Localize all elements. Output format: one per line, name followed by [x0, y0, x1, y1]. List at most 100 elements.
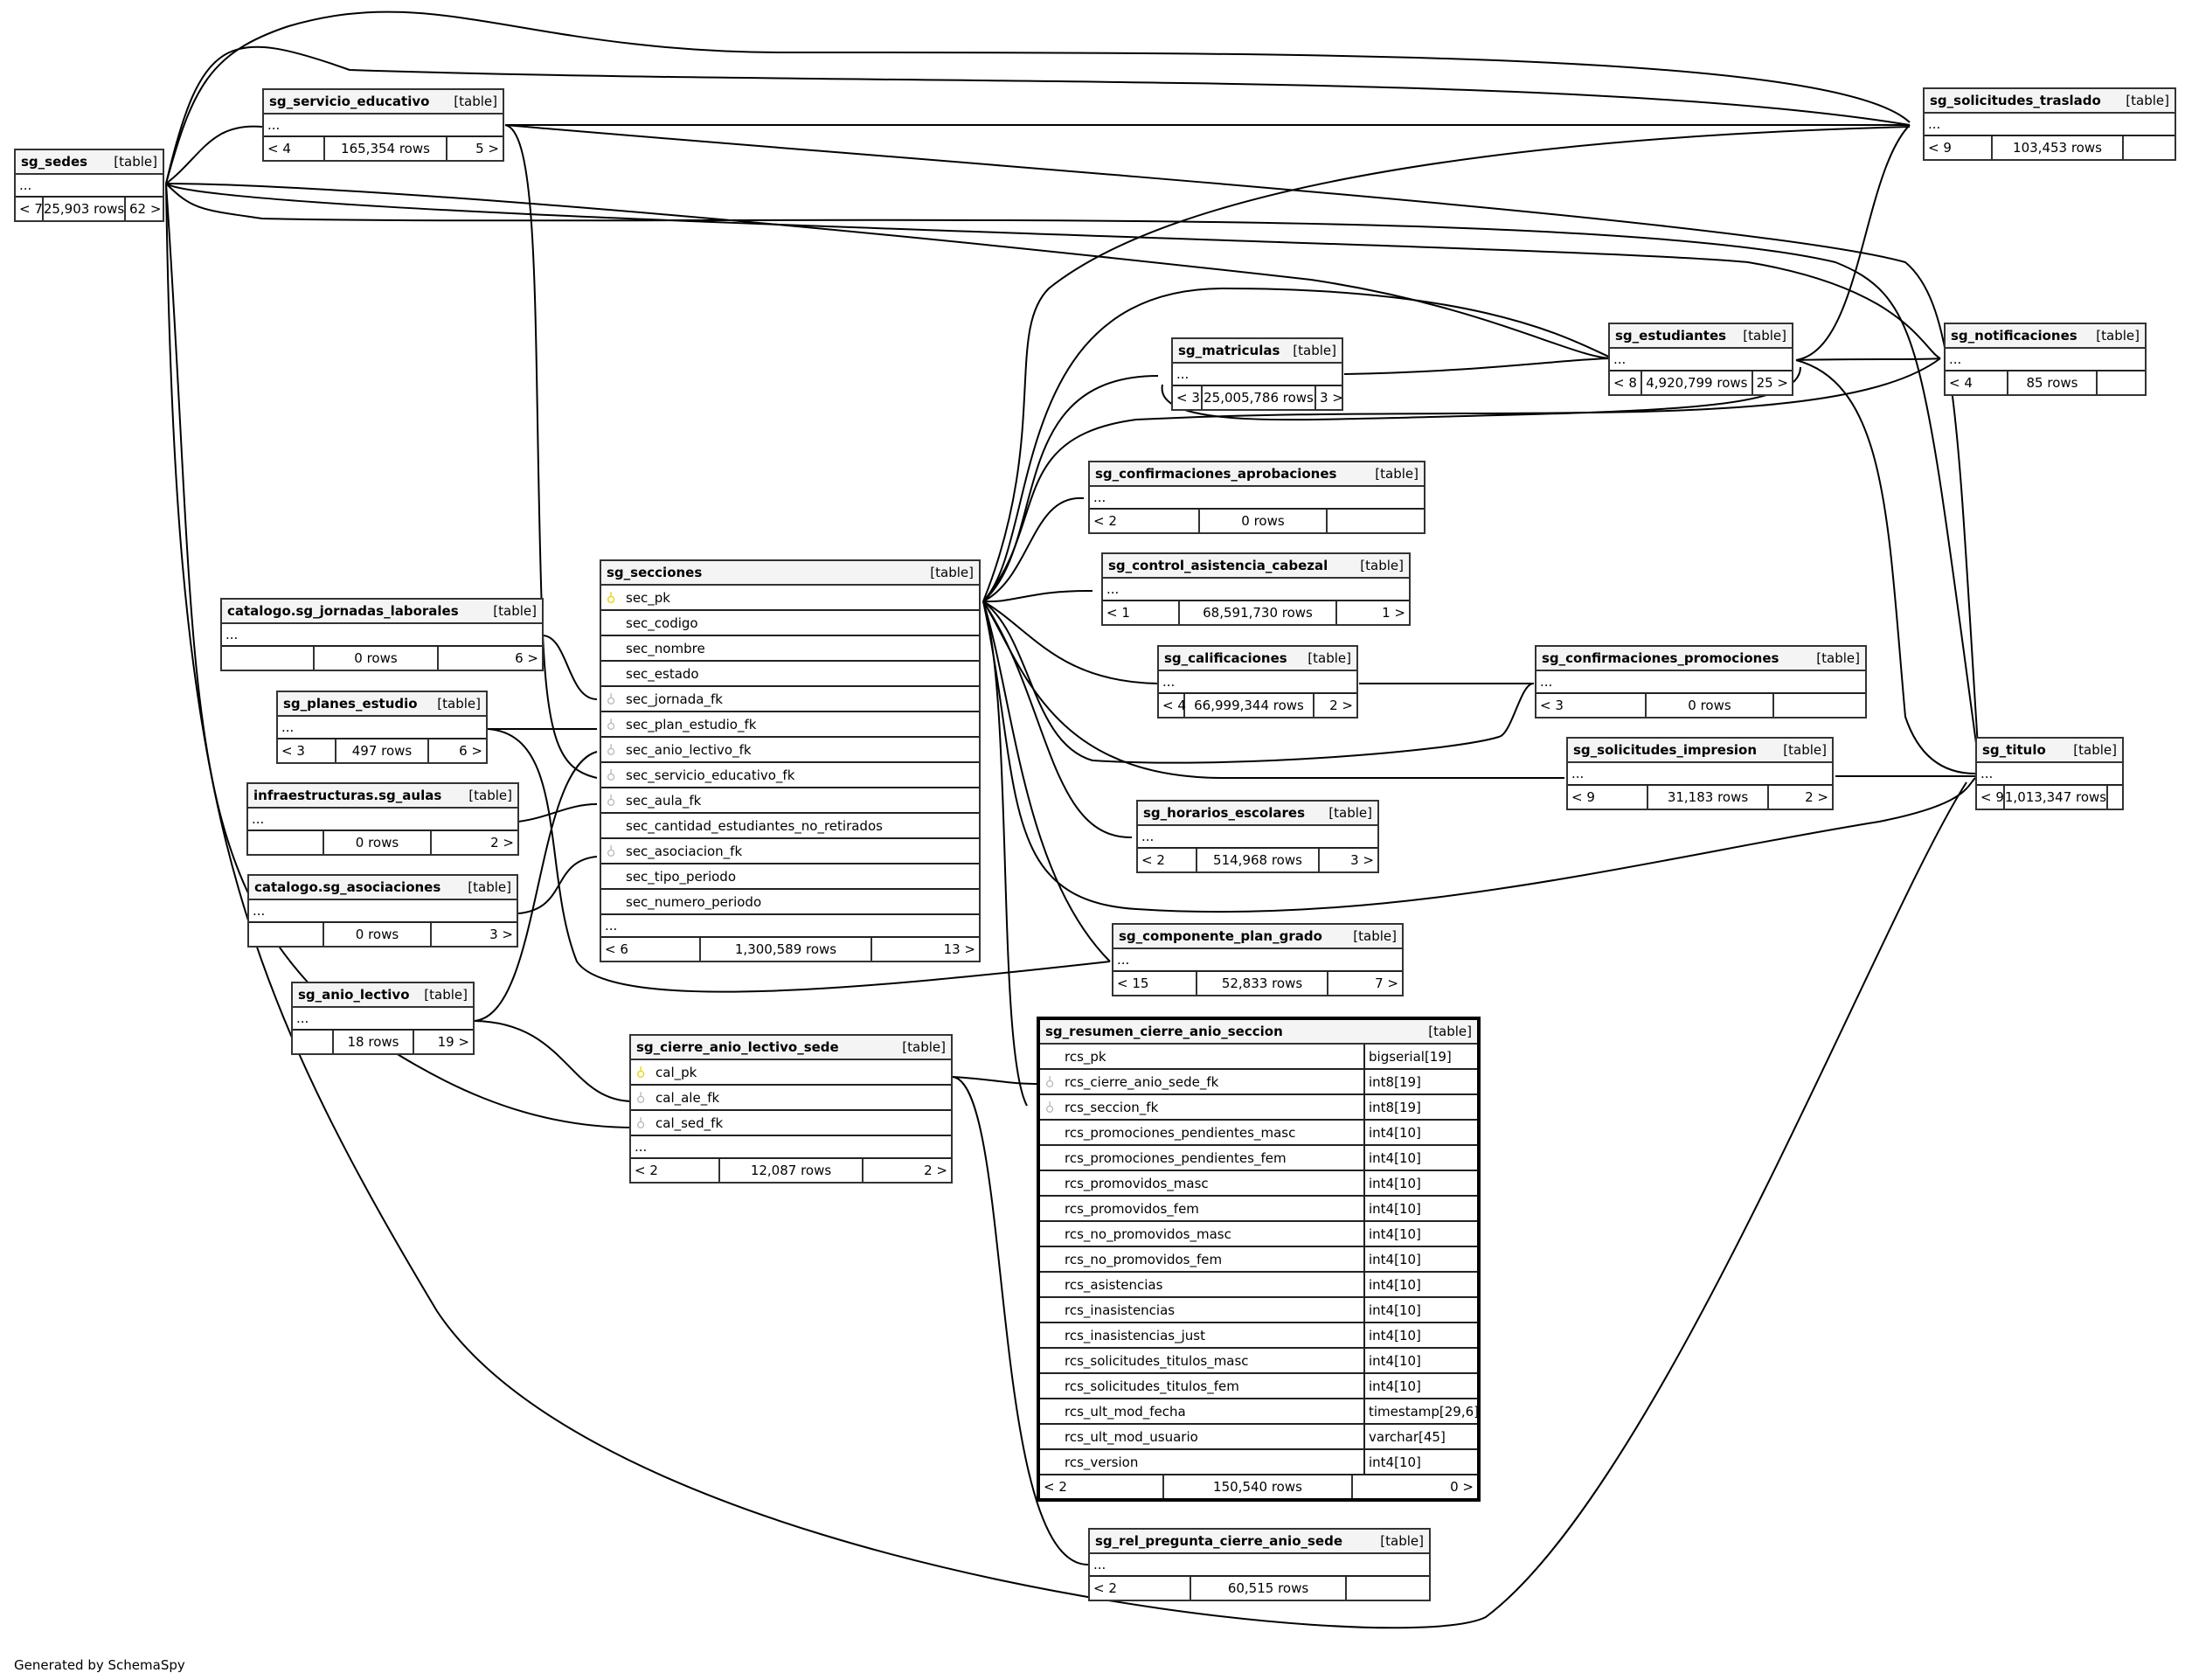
table-sg-cierre-anio-lectivo-sede[interactable]: sg_cierre_anio_lectivo_sede[table] ⚲cal_…: [629, 1034, 953, 1184]
table-sg-confirmaciones-aprobaciones[interactable]: sg_confirmaciones_aprobaciones[table] ..…: [1088, 461, 1425, 534]
table-sg-control-asistencia-cabezal[interactable]: sg_control_asistencia_cabezal[table] ...…: [1101, 552, 1411, 626]
table-name[interactable]: sg_titulo: [1982, 742, 2046, 758]
children-link[interactable]: 1 >: [1382, 605, 1405, 621]
children-link[interactable]: 19 >: [437, 1034, 469, 1050]
table-sg-confirmaciones-promociones[interactable]: sg_confirmaciones_promociones[table] ...…: [1535, 645, 1867, 719]
table-sg-rel-pregunta-cierre-anio-sede[interactable]: sg_rel_pregunta_cierre_anio_sede[table] …: [1088, 1528, 1431, 1601]
children-link[interactable]: 2 >: [924, 1163, 947, 1178]
parents-link[interactable]: < 8: [1610, 371, 1643, 394]
table-name[interactable]: sg_matriculas: [1178, 343, 1280, 358]
column-row[interactable]: ⚲sec_jornada_fk: [601, 687, 979, 712]
parents-link[interactable]: < 2: [1090, 1577, 1191, 1600]
children-link[interactable]: 13 >: [943, 941, 975, 957]
children-link[interactable]: [1328, 510, 1424, 532]
column-row[interactable]: ⚲sec_plan_estudio_fk: [601, 712, 979, 738]
table-name[interactable]: sg_rel_pregunta_cierre_anio_sede: [1095, 1533, 1343, 1549]
column-row[interactable]: sec_codigo: [601, 611, 979, 636]
column-row[interactable]: ⚲cal_sed_fk: [631, 1111, 951, 1136]
children-link[interactable]: [1774, 694, 1865, 717]
table-name[interactable]: infraestructuras.sg_aulas: [253, 788, 442, 803]
table-name[interactable]: sg_servicio_educativo: [269, 94, 430, 109]
children-link[interactable]: 6 >: [459, 743, 482, 759]
table-name[interactable]: sg_planes_estudio: [283, 696, 418, 712]
table-name[interactable]: sg_solicitudes_impresion: [1573, 742, 1758, 758]
table-name[interactable]: sg_horarios_escolares: [1143, 805, 1306, 821]
column-row[interactable]: sec_nombre: [601, 636, 979, 662]
table-sg-resumen-cierre-anio-seccion[interactable]: sg_resumen_cierre_anio_seccion[table] rc…: [1037, 1017, 1481, 1502]
children-link[interactable]: 2 >: [490, 835, 514, 850]
children-link[interactable]: [2108, 786, 2122, 809]
parents-link[interactable]: < 3: [1173, 386, 1203, 409]
table-name[interactable]: sg_solicitudes_traslado: [1930, 93, 2101, 108]
children-link[interactable]: 25 >: [1756, 375, 1788, 391]
table-name[interactable]: sg_sedes: [21, 154, 88, 170]
children-link[interactable]: 2 >: [1329, 698, 1353, 713]
children-link[interactable]: 3 >: [1320, 390, 1343, 406]
table-name[interactable]: sg_componente_plan_grado: [1119, 928, 1322, 944]
parents-link[interactable]: < 6: [601, 938, 701, 961]
column-row[interactable]: ⚲sec_aula_fk: [601, 788, 979, 814]
table-name[interactable]: catalogo.sg_jornadas_laborales: [227, 603, 459, 619]
column-row[interactable]: sec_cantidad_estudiantes_no_retirados: [601, 814, 979, 839]
column-row[interactable]: sec_estado: [601, 662, 979, 687]
column-row[interactable]: sec_numero_periodo: [601, 890, 979, 915]
table-name[interactable]: sg_secciones: [607, 565, 703, 580]
children-link[interactable]: 0 >: [1450, 1479, 1474, 1495]
table-infraestructuras-sg-aulas[interactable]: infraestructuras.sg_aulas[table] ... 0 r…: [246, 782, 519, 856]
children-link[interactable]: [2098, 371, 2145, 394]
column-row[interactable]: ⚲cal_ale_fk: [631, 1086, 951, 1111]
parents-link[interactable]: < 1: [1103, 601, 1180, 624]
parents-link[interactable]: < 9: [1977, 786, 2005, 809]
children-link[interactable]: 6 >: [515, 650, 538, 666]
parents-link[interactable]: < 7: [16, 198, 44, 220]
table-catalogo-sg-asociaciones[interactable]: catalogo.sg_asociaciones[table] ... 0 ro…: [247, 874, 518, 948]
column-row[interactable]: ⚲cal_pk: [631, 1060, 951, 1086]
column-row[interactable]: sec_tipo_periodo: [601, 864, 979, 890]
parents-link[interactable]: [222, 647, 315, 670]
children-link[interactable]: 5 >: [475, 141, 499, 156]
parents-link[interactable]: < 3: [278, 739, 336, 762]
table-name[interactable]: sg_notificaciones: [1951, 328, 2077, 344]
parents-link[interactable]: < 2: [1138, 849, 1197, 871]
table-name[interactable]: sg_calificaciones: [1164, 650, 1287, 666]
table-catalogo-sg-jornadas-laborales[interactable]: catalogo.sg_jornadas_laborales[table] ..…: [220, 598, 544, 671]
parents-link[interactable]: < 9: [1568, 786, 1648, 809]
table-name[interactable]: sg_confirmaciones_promociones: [1542, 650, 1779, 666]
parents-link[interactable]: < 2: [1040, 1475, 1164, 1498]
children-link[interactable]: [2124, 136, 2175, 159]
parents-link[interactable]: < 15: [1113, 972, 1197, 995]
parents-link[interactable]: [293, 1031, 334, 1053]
children-link[interactable]: 7 >: [1375, 975, 1398, 991]
column-row[interactable]: ⚲sec_asociacion_fk: [601, 839, 979, 864]
table-name[interactable]: sg_estudiantes: [1615, 328, 1727, 344]
table-sg-componente-plan-grado[interactable]: sg_componente_plan_grado[table] ... < 15…: [1112, 923, 1404, 996]
parents-link[interactable]: < 4: [1159, 694, 1186, 717]
parents-link[interactable]: < 4: [264, 137, 325, 160]
